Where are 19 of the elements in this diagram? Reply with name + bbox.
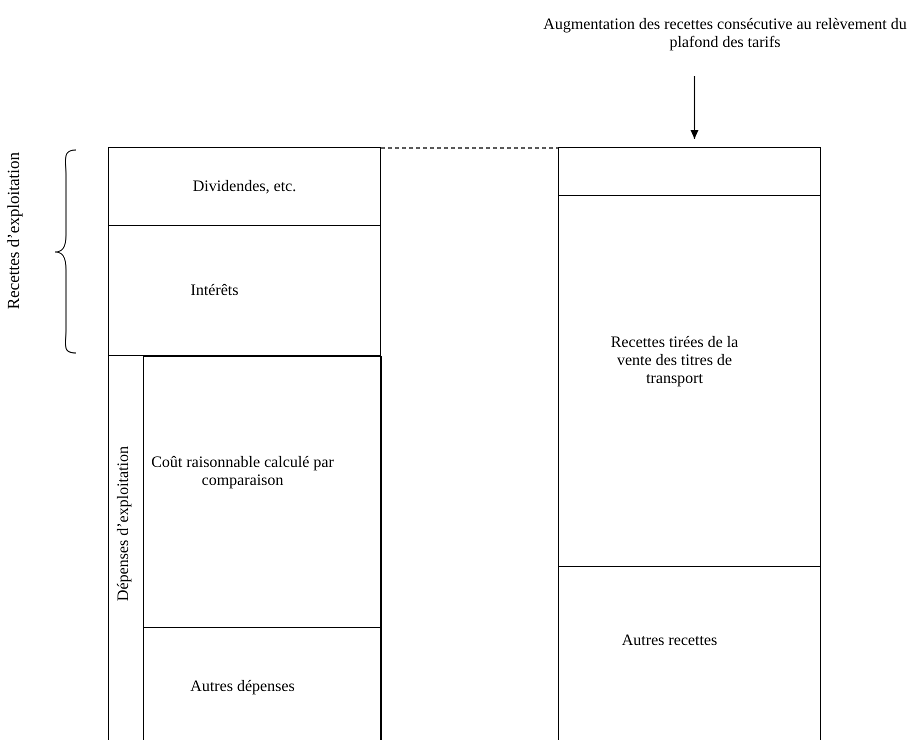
bar-segment [143,356,382,628]
bar-segment [108,225,381,356]
segment-label: Dépenses d’exploitation [115,446,133,602]
bar-segment [143,627,382,740]
bar-segment [558,147,821,196]
segment-label: Intérêts [190,282,238,300]
annotation-text: Augmentation des recettes consécutive au relèvement du plafond des tarifs [542,16,908,52]
arrow [690,76,698,139]
bar-segment [558,566,821,740]
segment-label: Coût raisonnable calculé par comparaison [150,454,335,490]
segment-label: Autres recettes [622,632,718,650]
segment-label: Dividendes, etc. [192,178,296,196]
bar-segment [108,147,381,226]
segment-label: Recettes tirées de la vente des titres de transport [610,334,740,388]
dashed-line [381,147,558,149]
bar-segment [108,355,381,740]
side-label: Recettes d’exploitation [4,152,24,310]
bar-segment [558,195,821,567]
segment-label: Autres dépenses [190,678,295,696]
